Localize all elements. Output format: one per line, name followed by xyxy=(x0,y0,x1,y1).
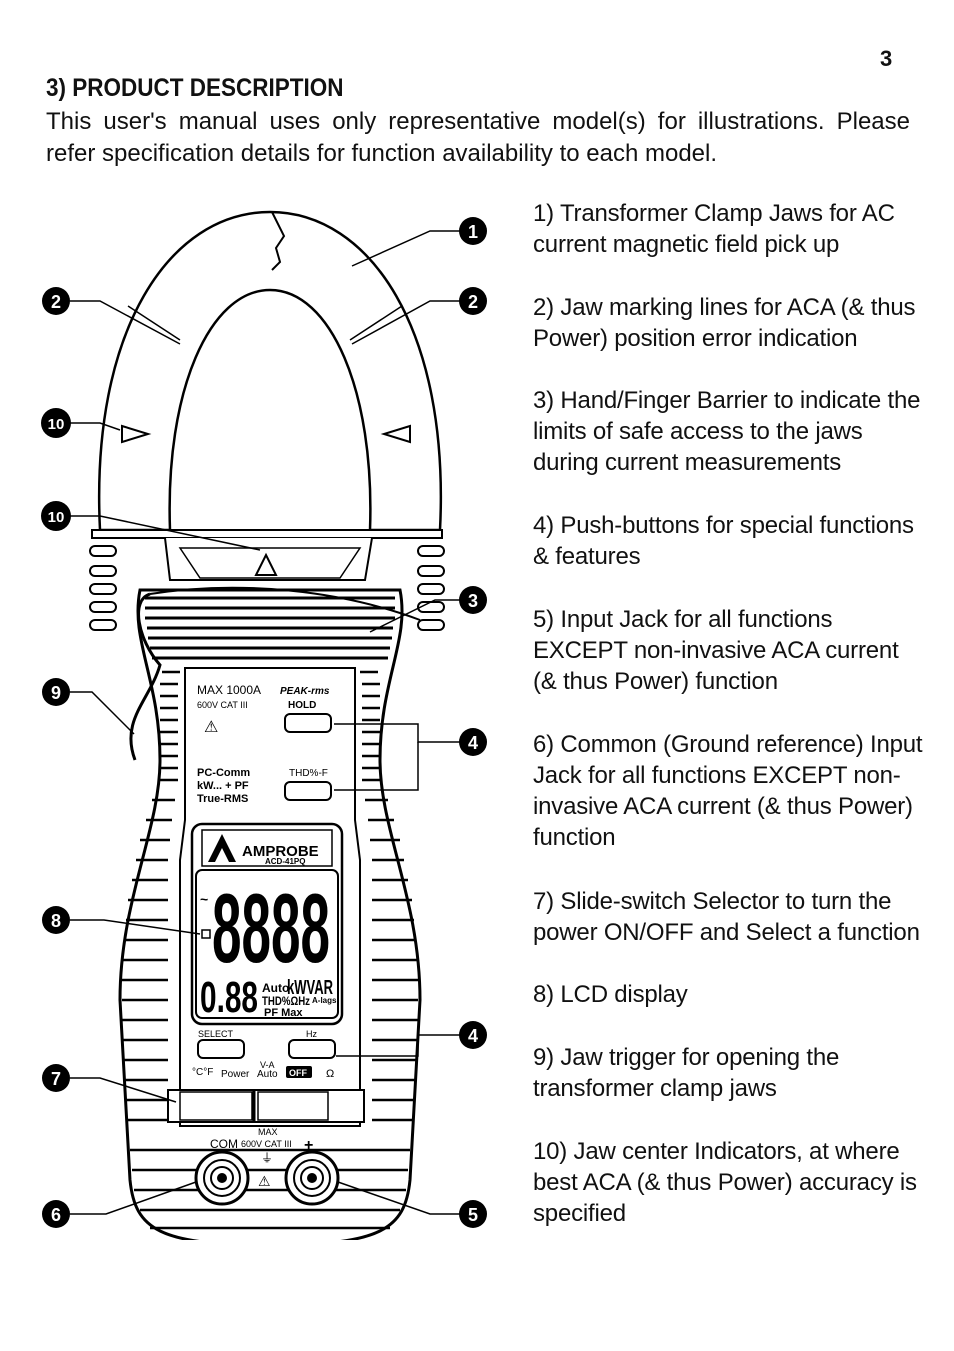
hold-button[interactable] xyxy=(284,713,332,733)
svg-text:6: 6 xyxy=(51,1205,61,1225)
hold-label: HOLD xyxy=(288,700,316,711)
lcd-alags: A-lags xyxy=(312,996,337,1005)
callout-5: 5 xyxy=(459,1200,487,1228)
ground-icon: ⏚ xyxy=(261,1151,273,1165)
svg-text:7: 7 xyxy=(51,1069,61,1089)
com-input-jack[interactable] xyxy=(194,1150,250,1206)
off-position-label: OFF xyxy=(289,1068,307,1078)
callout-4-lower: 4 xyxy=(459,1021,487,1049)
lcd-display xyxy=(195,869,339,1019)
section-heading: 3) PRODUCT DESCRIPTION xyxy=(46,74,344,102)
warning-icon: ⚠ xyxy=(204,719,218,736)
description-item-5: 5) Input Jack for all functions EXCEPT n… xyxy=(533,606,899,695)
description-item-7: 7) Slide-switch Selector to turn the pow… xyxy=(533,888,920,946)
intro-paragraph: This user's manual uses only representat… xyxy=(46,108,910,167)
callout-2-right: 2 xyxy=(459,287,487,315)
description-item-10: 10) Jaw center Indicators, at where best… xyxy=(533,1138,917,1227)
page-number: 3 xyxy=(880,46,893,71)
com-label: COM xyxy=(210,1137,238,1151)
ohm-position-label: Ω xyxy=(326,1068,334,1080)
jaw-trigger[interactable] xyxy=(129,592,162,761)
lcd-auto: Auto xyxy=(262,981,289,995)
lcd-main-digits: 8888 xyxy=(212,873,330,983)
temp-position-label: °C°F xyxy=(192,1067,213,1078)
plus-label: + xyxy=(304,1137,313,1154)
svg-text:2: 2 xyxy=(468,292,478,312)
svg-text:10: 10 xyxy=(48,509,65,526)
description-item-3: 3) Hand/Finger Barrier to indicate the l… xyxy=(533,387,921,476)
cat-rating-label: 600V CAT III xyxy=(197,700,248,710)
true-rms-label: True-RMS xyxy=(197,793,248,805)
svg-text:3: 3 xyxy=(468,591,478,611)
description-item-8: 8) LCD display xyxy=(533,981,688,1008)
callout-4-upper: 4 xyxy=(459,728,487,756)
power-position-label: Power xyxy=(221,1069,250,1080)
svg-text:4: 4 xyxy=(468,1026,478,1046)
callout-9: 9 xyxy=(42,678,70,706)
callout-10-upper: 10 xyxy=(41,408,71,438)
lcd-kwvar: kWVAR xyxy=(287,977,333,999)
peak-rms-label: PEAK-rms xyxy=(280,686,330,697)
pc-comm-label: PC-Comm xyxy=(197,767,250,779)
jaw-center-indicator-right xyxy=(380,424,411,444)
thd-button[interactable] xyxy=(284,781,332,801)
description-item-9: 9) Jaw trigger for opening the transform… xyxy=(533,1044,840,1102)
callout-7: 7 xyxy=(42,1064,70,1092)
lcd-pfmax: PF Max xyxy=(264,1007,303,1019)
callout-1: 1 xyxy=(459,217,487,245)
select-label: SELECT xyxy=(198,1029,234,1039)
select-button[interactable] xyxy=(197,1039,245,1059)
svg-text:9: 9 xyxy=(51,683,61,703)
callout-3: 3 xyxy=(459,586,487,614)
clamp-jaws xyxy=(97,210,443,532)
svg-text:1: 1 xyxy=(468,222,478,242)
va-position-label: V-A xyxy=(260,1060,275,1070)
description-item-4: 4) Push-buttons for special functions & … xyxy=(533,512,914,570)
jaw-center-indicator-bottom xyxy=(254,552,278,576)
jack-cat-label: 600V CAT III xyxy=(241,1139,292,1149)
description-item-2: 2) Jaw marking lines for ACA (& thus Pow… xyxy=(533,294,916,352)
callout-2-left: 2 xyxy=(42,287,70,315)
model-name: ACD-41PQ xyxy=(265,857,305,866)
svg-text:~: ~ xyxy=(200,891,208,907)
svg-text:4: 4 xyxy=(468,733,478,753)
hz-button[interactable] xyxy=(288,1039,336,1059)
svg-text:5: 5 xyxy=(468,1205,478,1225)
jack-warning-icon: ⚠ xyxy=(258,1173,271,1189)
brand-name: AMPROBE xyxy=(242,843,319,860)
auto-position-label: Auto xyxy=(257,1069,278,1080)
callout-8: 8 xyxy=(42,906,70,934)
svg-text:10: 10 xyxy=(48,416,65,433)
clamp-meter-illustration: MAX 1000A 600V CAT III ⚠ PEAK-rms HOLD P… xyxy=(41,210,487,1240)
callout-10-lower: 10 xyxy=(41,501,71,531)
max-current-label: MAX 1000A xyxy=(197,683,261,697)
kw-pf-label: kW... + PF xyxy=(197,780,249,792)
thd-label: THD%-F xyxy=(289,768,328,779)
description-item-1: 1) Transformer Clamp Jaws for AC current… xyxy=(533,200,895,258)
lcd-thd: THD%ΩHz xyxy=(262,994,310,1008)
description-item-6: 6) Common (Ground reference) Input Jack … xyxy=(533,731,923,851)
positive-input-jack[interactable] xyxy=(284,1150,340,1206)
jaw-center-indicator-left xyxy=(121,424,152,444)
hz-label: Hz xyxy=(306,1029,317,1039)
svg-text:8: 8 xyxy=(51,911,61,931)
svg-text:2: 2 xyxy=(51,292,61,312)
lcd-sub-digits: 0.88 xyxy=(200,973,258,1022)
jack-max-label: MAX xyxy=(258,1127,278,1137)
callout-6: 6 xyxy=(42,1200,70,1228)
